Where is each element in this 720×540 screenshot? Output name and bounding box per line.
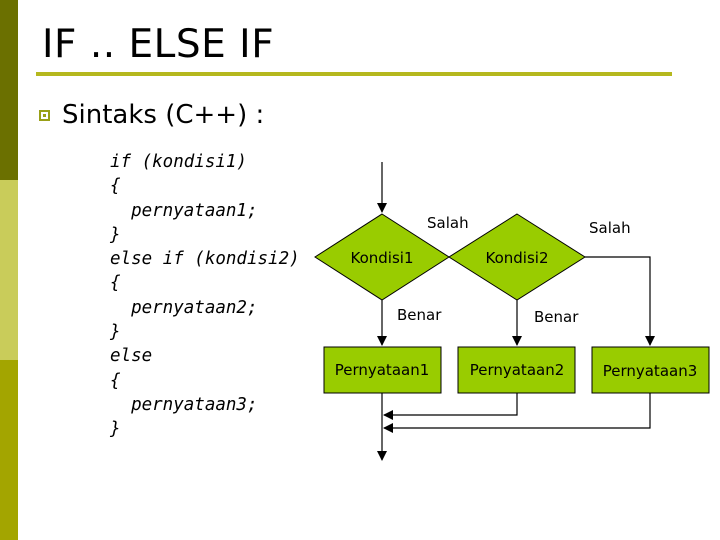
label-pernyataan1: Pernyataan1: [335, 361, 430, 379]
label-kondisi2: Kondisi2: [486, 249, 549, 267]
label-pernyataan3: Pernyataan3: [603, 362, 698, 380]
code-line: if (kondisi1): [110, 152, 247, 172]
label-benar-2: Benar: [534, 308, 579, 326]
square-bullet-icon: [39, 110, 50, 121]
salah-connector: [585, 256, 655, 346]
code-line: {: [110, 176, 121, 197]
code-line: else if (kondisi2): [110, 249, 300, 270]
sidebar-segment-light: [0, 180, 18, 360]
sidebar-stripe: [0, 0, 18, 540]
code-line: }: [110, 224, 121, 245]
label-kondisi1: Kondisi1: [351, 249, 414, 267]
merge-line-2: [383, 393, 518, 420]
code-line: pernyataan2;: [110, 297, 258, 318]
statement-box-3: [591, 346, 710, 394]
title-underline: [36, 72, 672, 76]
code-line: {: [110, 370, 121, 391]
label-benar-1: Benar: [397, 306, 442, 324]
code-line: pernyataan1;: [110, 200, 258, 221]
sidebar-segment-mid: [0, 360, 18, 540]
slide-title: IF .. ELSE IF: [42, 22, 275, 67]
merge-line-3: [383, 393, 651, 433]
code-block: if (kondisi1) { pernyataan1; } else if (…: [110, 150, 300, 442]
code-line: else: [110, 346, 153, 367]
statement-box-2: [457, 346, 576, 394]
bullet-text: Sintaks (C++) :: [62, 100, 265, 130]
sidebar-segment-dark: [0, 0, 18, 180]
code-line: }: [110, 322, 121, 343]
label-pernyataan2: Pernyataan2: [470, 361, 565, 379]
label-salah-1: Salah: [427, 214, 469, 232]
code-line: {: [110, 273, 121, 294]
code-line: }: [110, 419, 121, 440]
code-line: pernyataan3;: [110, 394, 258, 415]
label-salah-2: Salah: [589, 219, 631, 237]
statement-box-1: [323, 346, 442, 394]
